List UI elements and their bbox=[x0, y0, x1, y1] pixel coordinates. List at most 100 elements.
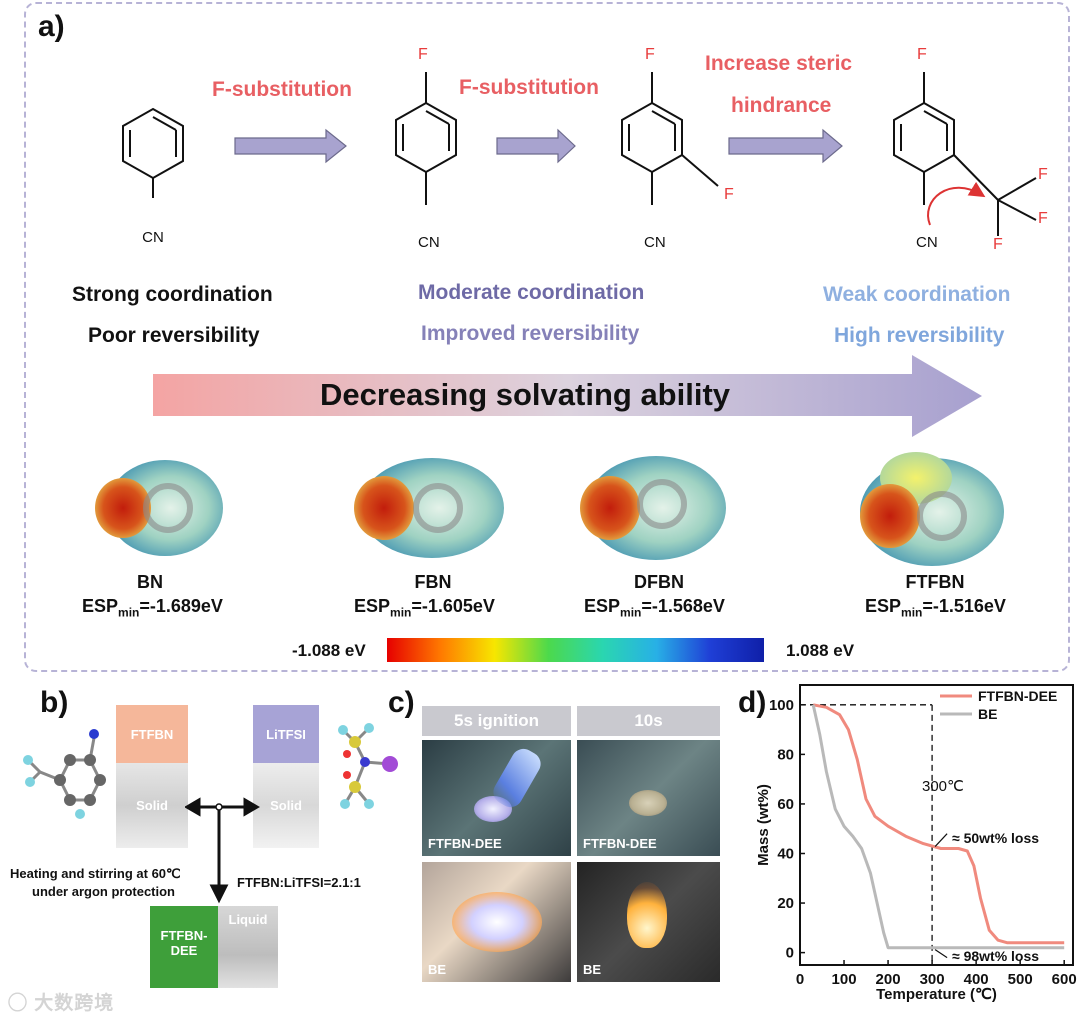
x-tick-label: 300 bbox=[920, 971, 945, 988]
annot-98-loss: ≈ 98wt% loss bbox=[952, 948, 1040, 964]
panel-c-label: c) bbox=[388, 686, 415, 719]
litfsi-ball-model bbox=[338, 723, 398, 809]
x-tick-label: 0 bbox=[796, 971, 804, 988]
watermark-logo-icon: ◯ bbox=[8, 993, 29, 1014]
ftfbn-ball-model bbox=[23, 729, 106, 819]
bn-cn-label: CN bbox=[142, 229, 164, 246]
solvating-arrow bbox=[153, 355, 982, 437]
bn-structure bbox=[122, 107, 184, 198]
colorbar-min-label: -1.088 eV bbox=[292, 641, 366, 660]
x-axis-label: Temperature (℃) bbox=[876, 986, 997, 1003]
esp-bn-value: ESPmin=-1.689eV bbox=[82, 596, 223, 620]
annot-arrow-50 bbox=[934, 833, 948, 847]
annot-arrow-98 bbox=[934, 949, 948, 959]
esp-ftfbn-name: FTFBN bbox=[905, 572, 965, 592]
fbn-cn-label: CN bbox=[418, 234, 440, 251]
y-axis-label: Mass (wt%) bbox=[755, 784, 772, 866]
dfbn-cn-label: CN bbox=[644, 234, 666, 251]
esp-colorbar bbox=[387, 638, 764, 662]
header-5s-ignition: 5s ignition bbox=[422, 706, 571, 736]
dfbn-f-label-top: F bbox=[645, 46, 655, 63]
ftfbn-f-label-1: F bbox=[1038, 166, 1048, 183]
esp-fbn bbox=[354, 458, 504, 558]
ftfbn-f-label-2: F bbox=[1038, 210, 1048, 227]
x-tick-label: 100 bbox=[832, 971, 857, 988]
rotation-arrow bbox=[927, 181, 986, 226]
ratio-text: FTFBN:LiTFSI=2.1:1 bbox=[237, 875, 361, 890]
ftfbn-structure bbox=[893, 72, 1037, 236]
solvating-arrow-text: Decreasing solvating ability bbox=[320, 377, 731, 412]
improved-reversibility: Improved reversibility bbox=[421, 322, 640, 345]
annot-50-loss: ≈ 50wt% loss bbox=[952, 830, 1040, 846]
x-tick-label: 500 bbox=[1008, 971, 1033, 988]
torch-flame-icon bbox=[489, 744, 545, 812]
panel-a-label: a) bbox=[38, 10, 65, 43]
esp-bn-name: BN bbox=[137, 572, 163, 592]
esp-fbn-name: FBN bbox=[414, 572, 452, 592]
product-name-line2: DEE bbox=[170, 943, 198, 958]
vial-litfsi-top: LiTFSI bbox=[253, 705, 319, 763]
photo-label: BE bbox=[428, 962, 447, 977]
step-3-text-line2: hindrance bbox=[731, 94, 832, 117]
high-reversibility: High reversibility bbox=[834, 324, 1005, 347]
vial-ftfbn-solid: Solid bbox=[116, 763, 188, 848]
y-tick-label: 60 bbox=[777, 796, 794, 813]
legend-label: FTFBN-DEE bbox=[978, 688, 1057, 704]
y-tick-label: 20 bbox=[777, 895, 794, 912]
fbn-structure bbox=[395, 72, 457, 205]
condition-line1: Heating and stirring at 60℃ bbox=[10, 866, 181, 881]
watermark-text: 大数跨境 bbox=[34, 993, 115, 1014]
vial-litfsi-solid: Solid bbox=[253, 763, 319, 848]
esp-ftfbn-value: ESPmin=-1.516eV bbox=[865, 596, 1006, 620]
step-3-text-line1: Increase steric bbox=[705, 52, 853, 75]
strong-coordination: Strong coordination bbox=[72, 283, 273, 306]
condition-line2: under argon protection bbox=[32, 884, 175, 899]
ftfbn-cn-label: CN bbox=[916, 234, 938, 251]
y-tick-label: 0 bbox=[786, 945, 794, 962]
fire-icon bbox=[452, 892, 542, 952]
panel-d-label: d) bbox=[738, 686, 767, 719]
molecule-structures: CN bbox=[122, 72, 1037, 437]
fire-icon bbox=[627, 882, 667, 948]
legend-label: BE bbox=[978, 706, 997, 722]
ftfbn-f-label-top: F bbox=[917, 46, 927, 63]
moderate-coordination: Moderate coordination bbox=[418, 281, 645, 304]
series-line-ftfbn-dee bbox=[812, 703, 1065, 945]
esp-surfaces bbox=[95, 452, 1004, 566]
esp-dfbn-value: ESPmin=-1.568eV bbox=[584, 596, 725, 620]
esp-dfbn-name: DFBN bbox=[634, 572, 684, 592]
watermark: ◯ 大数跨境 bbox=[8, 988, 114, 1015]
y-tick-label: 80 bbox=[777, 746, 794, 763]
esp-bn bbox=[95, 460, 223, 556]
panel-a-frame bbox=[24, 2, 1070, 672]
mixing-arrows bbox=[185, 797, 260, 904]
x-tick-label: 200 bbox=[876, 971, 901, 988]
photo-label: BE bbox=[583, 962, 602, 977]
ftfbn-f-label-3: F bbox=[993, 236, 1003, 253]
annot-300: 300℃ bbox=[922, 778, 964, 795]
plot-frame bbox=[799, 684, 1074, 966]
process-arrows bbox=[234, 128, 843, 164]
step-1-text: F-substitution bbox=[212, 78, 352, 101]
dfbn-f-label-side: F bbox=[724, 186, 734, 203]
esp-ftfbn bbox=[860, 452, 1004, 566]
photo-label: FTFBN-DEE bbox=[583, 836, 657, 851]
fbn-f-label: F bbox=[418, 46, 428, 63]
product-label: FTFBN- DEE bbox=[150, 906, 218, 988]
coin-cell-icon bbox=[629, 790, 667, 816]
photo-label: FTFBN-DEE bbox=[428, 836, 502, 851]
weak-coordination: Weak coordination bbox=[823, 283, 1011, 306]
photo-ftfbn-dee-10s: FTFBN-DEE bbox=[577, 740, 720, 856]
photo-ftfbn-dee-5s: FTFBN-DEE bbox=[422, 740, 571, 856]
step-2-text: F-substitution bbox=[459, 76, 599, 99]
vial-ftfbn-top: FTFBN bbox=[116, 705, 188, 763]
esp-dfbn bbox=[580, 456, 726, 560]
header-10s: 10s bbox=[577, 706, 720, 736]
product-liquid: Liquid bbox=[218, 906, 278, 988]
esp-fbn-value: ESPmin=-1.605eV bbox=[354, 596, 495, 620]
product-name-line1: FTFBN- bbox=[160, 928, 208, 943]
dfbn-structure bbox=[621, 72, 719, 205]
photo-be-5s: BE bbox=[422, 862, 571, 982]
colorbar-max-label: 1.088 eV bbox=[786, 641, 855, 660]
